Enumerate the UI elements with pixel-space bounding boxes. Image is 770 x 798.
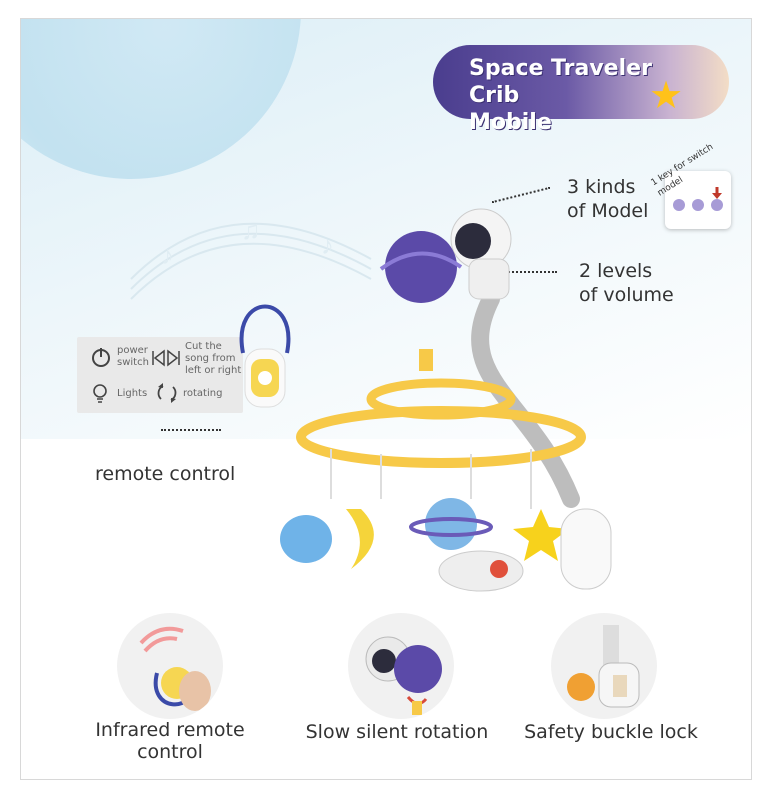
- three-buttons-icon: [673, 187, 723, 211]
- svg-text:♪: ♪: [161, 240, 174, 270]
- crib-mobile-illustration: [280, 208, 612, 592]
- power-label: power switch: [117, 345, 149, 369]
- power-line-2: switch: [117, 357, 149, 368]
- lights-label: Lights: [117, 388, 148, 399]
- feature-2-line-1: Safety buckle lock: [524, 721, 698, 743]
- feature-caption-remote: Infrared remote control: [75, 719, 265, 763]
- product-card: ♪ ♫ ♪ Space Traveler Crib Mobile ★ 3 kin…: [20, 18, 752, 780]
- remote-legend-panel: [77, 337, 243, 413]
- title-line-1: Space Traveler Crib: [469, 56, 652, 108]
- volume-callout: 2 levels of volume: [579, 259, 674, 307]
- model-line-2: of Model: [567, 200, 649, 222]
- cut-label: Cut the song from left or right: [185, 341, 241, 377]
- model-buttons-thumbnail: [665, 171, 731, 229]
- remote-control-label: remote control: [95, 463, 236, 485]
- svg-text:♪: ♪: [321, 230, 334, 260]
- cut-line-1: Cut the: [185, 341, 222, 352]
- feature-0-line-1: Infrared remote: [95, 719, 245, 741]
- model-line-1: 3 kinds: [567, 176, 636, 198]
- feature-1-line-1: Slow silent rotation: [305, 721, 489, 743]
- remote-device-icon: [239, 304, 291, 408]
- feature-image-remote: [117, 613, 223, 719]
- feature-image-lock: [551, 613, 657, 719]
- volume-line-2: of volume: [579, 284, 674, 306]
- volume-line-1: 2 levels: [579, 260, 653, 282]
- skip-icon: [152, 349, 180, 367]
- remote-arrow: [161, 429, 221, 431]
- model-callout: 3 kinds of Model: [567, 175, 648, 223]
- star-icon: ★: [649, 75, 684, 117]
- rotating-label: rotating: [183, 388, 223, 399]
- cut-line-2: song from: [185, 353, 236, 364]
- feature-0-line-2: control: [137, 741, 203, 763]
- power-icon: [92, 348, 110, 367]
- feature-image-rotation: [348, 613, 454, 719]
- feature-caption-lock: Safety buckle lock: [511, 721, 711, 743]
- svg-text:♫: ♫: [241, 215, 261, 245]
- page-title: Space Traveler Crib Mobile: [469, 55, 709, 136]
- volume-arrow: [505, 271, 557, 273]
- power-line-1: power: [117, 345, 148, 356]
- light-bulb-icon: [93, 384, 107, 403]
- rotate-icon: [157, 383, 177, 403]
- music-notes-decoration: ♪ ♫ ♪: [130, 215, 372, 300]
- title-line-2: Mobile: [469, 110, 552, 135]
- cut-line-3: left or right: [185, 365, 242, 376]
- title-banner: [433, 45, 729, 119]
- feature-caption-rotation: Slow silent rotation: [291, 721, 503, 743]
